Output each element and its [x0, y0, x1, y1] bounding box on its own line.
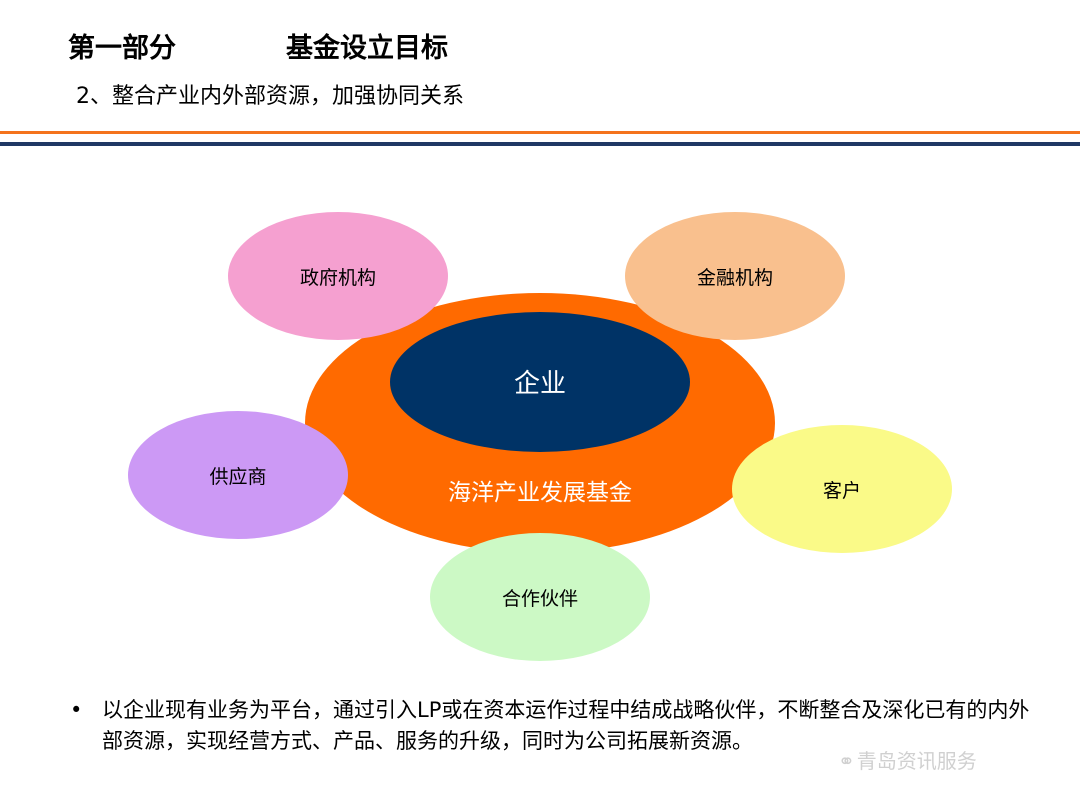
- watermark: ⚭青岛资讯服务: [838, 745, 977, 774]
- node-finance: 金融机构: [625, 212, 845, 340]
- watermark-text: 青岛资讯服务: [856, 749, 977, 773]
- node-supplier: 供应商: [128, 411, 348, 539]
- node-customer-label: 客户: [823, 480, 861, 502]
- node-supplier-ellipse: [128, 411, 348, 539]
- node-supplier-label: 供应商: [209, 466, 266, 488]
- divider-navy: [0, 142, 1080, 146]
- subtitle: 2、整合产业内外部资源，加强协同关系: [76, 84, 464, 109]
- node-government-label: 政府机构: [300, 267, 376, 289]
- node-partner: 合作伙伴: [430, 533, 650, 661]
- divider-orange: [0, 131, 1080, 134]
- node-partner-ellipse: [430, 533, 650, 661]
- enterprise-ellipse: [390, 312, 690, 452]
- node-customer-ellipse: [732, 425, 952, 553]
- node-customer: 客户: [732, 425, 952, 553]
- wechat-icon: ⚭: [838, 749, 855, 773]
- node-government: 政府机构: [228, 212, 448, 340]
- node-partner-label: 合作伙伴: [502, 588, 578, 610]
- node-government-ellipse: [228, 212, 448, 340]
- bullet-icon: •: [70, 698, 83, 722]
- node-finance-ellipse: [625, 212, 845, 340]
- enterprise-label: 企业: [514, 369, 566, 399]
- description-text: 以企业现有业务为平台，通过引入LP或在资本运作过程中结成战略伙伴，不断整合及深化…: [102, 698, 1030, 753]
- section-label: 第一部分: [68, 33, 176, 64]
- fund-label: 海洋产业发展基金: [448, 480, 632, 506]
- node-finance-label: 金融机构: [697, 267, 773, 289]
- page-title: 基金设立目标: [286, 33, 448, 64]
